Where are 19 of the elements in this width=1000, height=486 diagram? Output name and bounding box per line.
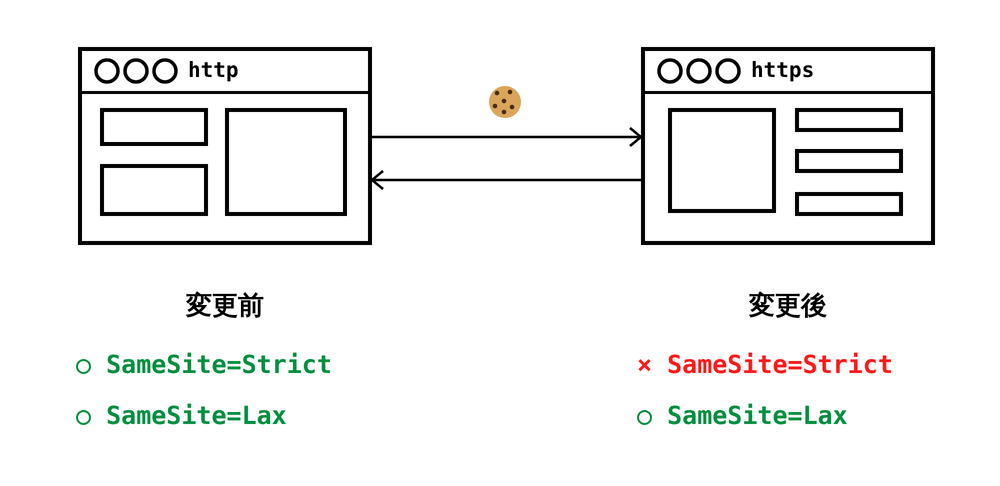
content-block [100, 108, 208, 146]
heading: 変更前 [185, 290, 265, 323]
cookie-setting: × SameSite=Strict [637, 350, 893, 379]
content-block [668, 108, 776, 213]
browser-window [78, 47, 372, 245]
cookie-setting: ○ SameSite=Lax [76, 401, 287, 430]
cookie-setting: ○ SameSite=Strict [76, 350, 332, 379]
arrow [370, 170, 641, 190]
content-block [795, 149, 903, 173]
arrow [372, 126, 642, 148]
content-block [225, 108, 347, 216]
browser-window [641, 47, 935, 245]
content-block [795, 192, 903, 216]
content-block [100, 164, 208, 216]
url-text: https [751, 58, 814, 82]
url-text: http [188, 58, 239, 82]
heading: 変更後 [748, 290, 828, 323]
content-block [795, 108, 903, 132]
cookie-setting: ○ SameSite=Lax [637, 401, 848, 430]
